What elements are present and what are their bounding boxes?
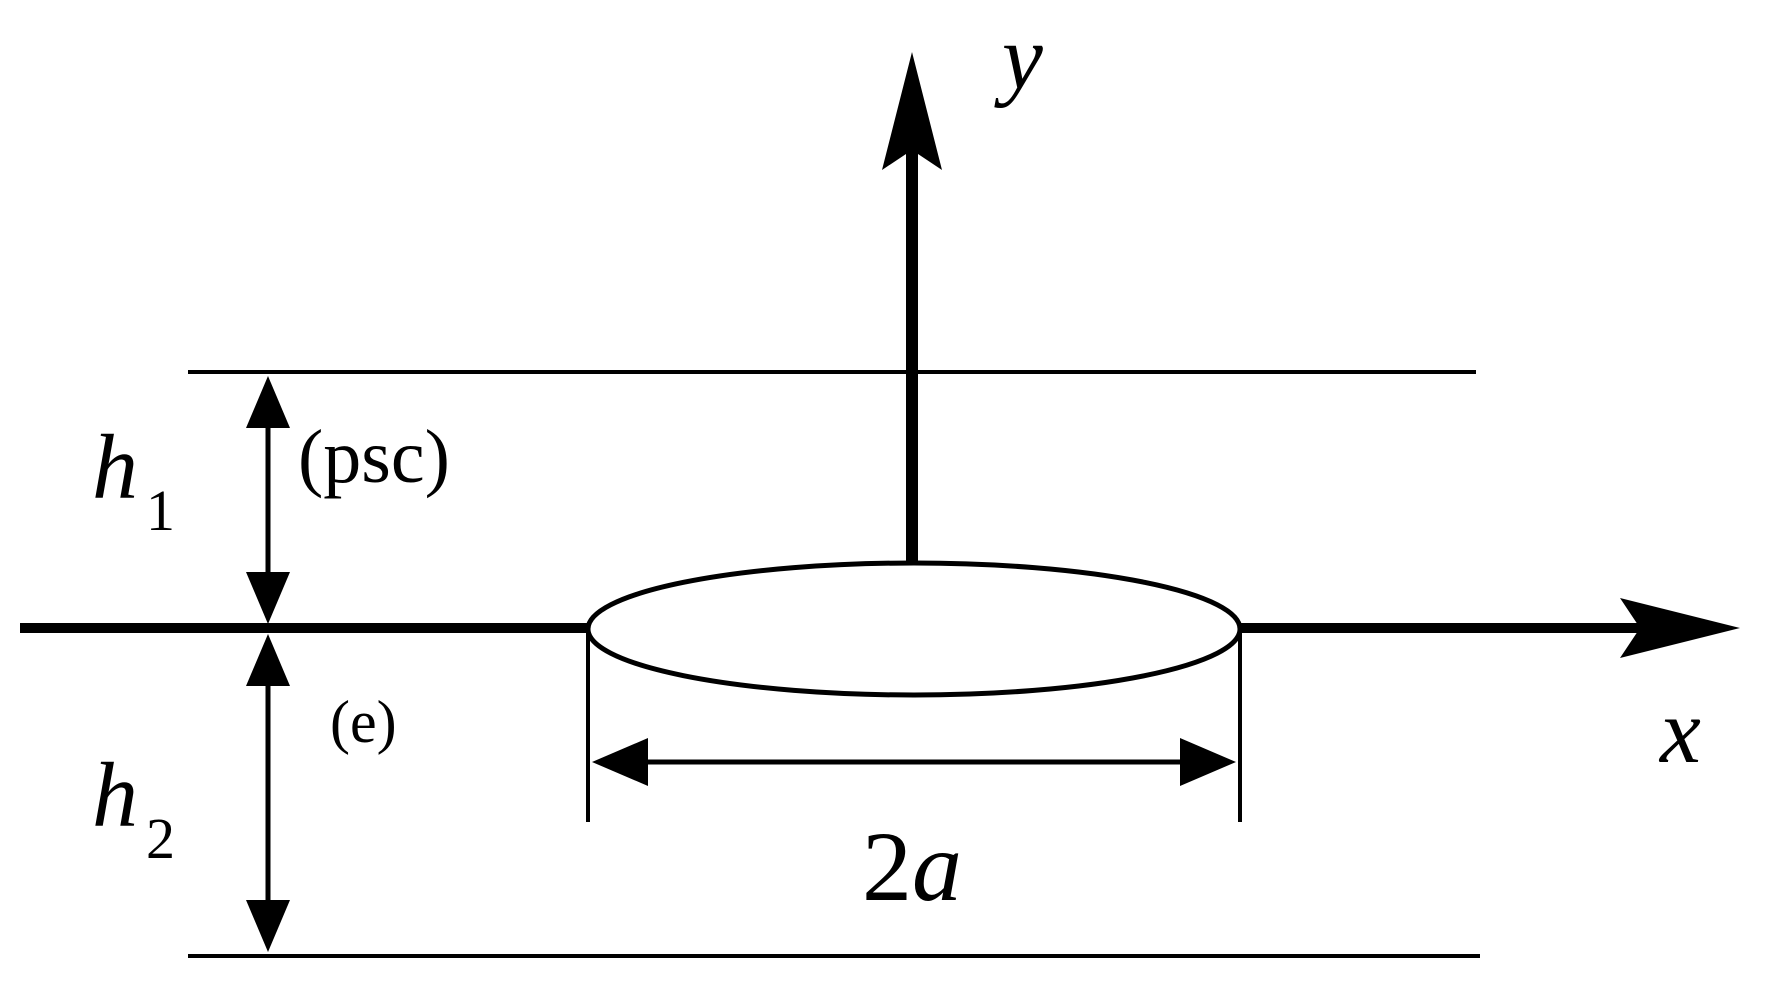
h2-label: h — [92, 744, 138, 846]
crack-ellipse — [585, 560, 1243, 698]
h1-arrow-bottom — [246, 572, 290, 624]
x-axis-label: x — [1658, 680, 1701, 782]
h1-subscript: 1 — [146, 478, 175, 543]
crack-length-arrow-left — [592, 738, 648, 786]
y-axis-arrowhead — [882, 52, 942, 170]
y-axis-label: y — [994, 6, 1043, 108]
crack-length-arrow-right — [1180, 738, 1236, 786]
h1-label: h — [92, 416, 138, 518]
h1-arrow-top — [246, 376, 290, 428]
upper-layer-label: (psc) — [298, 415, 450, 499]
h2-arrow-top — [246, 634, 290, 686]
x-axis-arrowhead — [1620, 598, 1740, 658]
h2-subscript: 2 — [146, 806, 175, 871]
crack-length-text: 2a — [862, 811, 962, 922]
crack-length-label: 2a — [862, 811, 962, 922]
lower-layer-label: (e) — [330, 689, 397, 755]
h2-arrow-bottom — [246, 900, 290, 952]
